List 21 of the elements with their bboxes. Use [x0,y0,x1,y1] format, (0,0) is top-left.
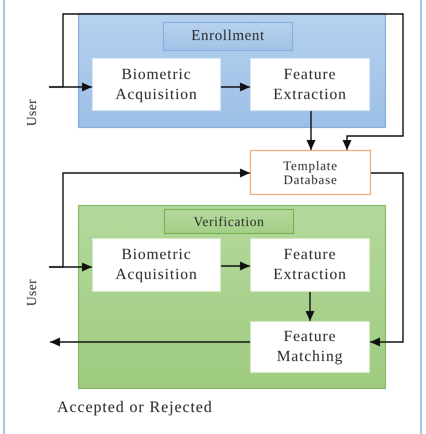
arrow [49,168,250,268]
stage-header: Enrollment [163,22,293,51]
process-box: Biometric Acquisition [92,238,221,292]
stage-panel [78,205,386,389]
process-box: Biometric Acquisition [92,58,221,111]
arrow [50,338,250,346]
actor-label: User [25,279,39,306]
arrow [221,262,250,270]
stage-panel [78,13,386,128]
actor-label: User [25,99,39,126]
arrow [370,172,404,346]
database-box: Template Database [250,150,371,195]
outcome-note: Accepted or Rejected [57,399,213,417]
arrow [306,292,314,321]
arrow [306,111,316,150]
process-box: Feature Extraction [250,58,370,111]
stage-header: Verification [164,209,294,234]
arrow [221,82,250,92]
arrow [49,13,404,150]
process-box: Feature Extraction [250,238,370,292]
process-box: Feature Matching [250,321,370,373]
